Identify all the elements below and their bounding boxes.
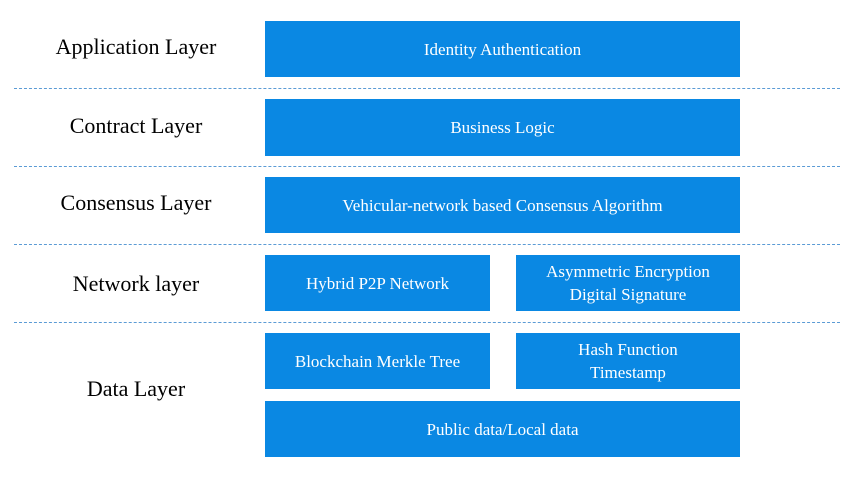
identity-authentication-box: Identity Authentication bbox=[265, 21, 740, 77]
consensus-algorithm-text: Vehicular-network based Consensus Algori… bbox=[342, 195, 663, 215]
digital-signature-text: Digital Signature bbox=[569, 285, 687, 304]
blockchain-merkle-tree-text: Blockchain Merkle Tree bbox=[294, 351, 461, 371]
application-layer-label: Application Layer bbox=[55, 34, 217, 59]
hash-function-text: Hash Function bbox=[578, 340, 678, 359]
business-logic-text: Business Logic bbox=[450, 118, 555, 137]
blockchain-merkle-tree-box: Blockchain Merkle Tree bbox=[265, 333, 490, 389]
public-local-data-box: Public data/Local data bbox=[265, 401, 740, 457]
hash-function-box: Hash Function Timestamp bbox=[516, 333, 740, 389]
divider-consensus-network bbox=[14, 244, 840, 245]
consensus-algorithm-box: Vehicular-network based Consensus Algori… bbox=[265, 177, 740, 233]
asymmetric-encryption-content: Asymmetric Encryption Digital Signature bbox=[546, 260, 710, 306]
hybrid-p2p-network-text: Hybrid P2P Network bbox=[306, 273, 449, 293]
asymmetric-encryption-text: Asymmetric Encryption bbox=[546, 262, 710, 281]
network-layer-label: Network layer bbox=[72, 271, 200, 296]
hybrid-p2p-network-box: Hybrid P2P Network bbox=[265, 255, 490, 311]
identity-authentication-text: Identity Authentication bbox=[423, 39, 582, 59]
asymmetric-encryption-box: Asymmetric Encryption Digital Signature bbox=[516, 255, 740, 311]
divider-application-contract bbox=[14, 88, 840, 89]
consensus-layer-label: Consensus Layer bbox=[60, 190, 212, 215]
data-layer-label: Data Layer bbox=[86, 376, 186, 401]
contract-layer-label: Contract Layer bbox=[69, 113, 203, 138]
business-logic-box: Business Logic bbox=[265, 99, 740, 156]
public-local-data-text: Public data/Local data bbox=[426, 419, 579, 439]
timestamp-text: Timestamp bbox=[590, 363, 666, 382]
divider-contract-consensus bbox=[14, 166, 840, 167]
divider-network-data bbox=[14, 322, 840, 323]
hash-function-content: Hash Function Timestamp bbox=[578, 338, 678, 384]
